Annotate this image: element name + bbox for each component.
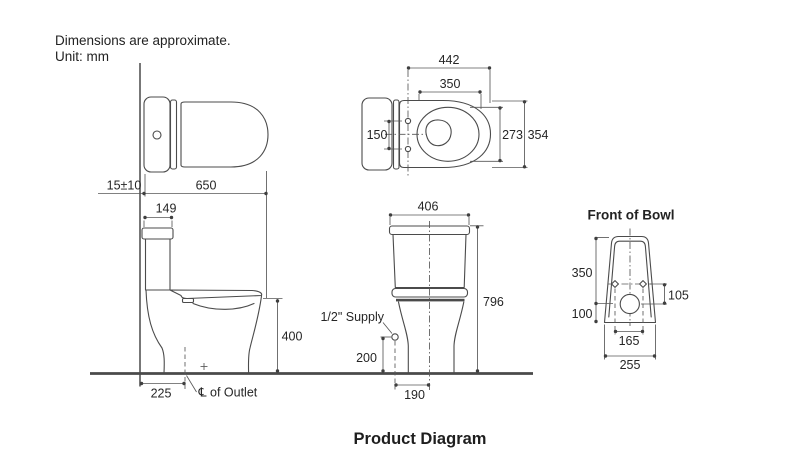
top-bowl-well-outline xyxy=(425,119,452,147)
leader-line xyxy=(382,322,393,334)
dim-endpoint-dot xyxy=(182,381,186,386)
bowl-front-inner-outline xyxy=(608,240,652,318)
dim-endpoint-dot xyxy=(418,90,422,94)
dim-wall-gap-label: 15±10 xyxy=(107,179,142,193)
dim-endpoint-dot xyxy=(603,354,608,358)
dim-endpoint-dot xyxy=(640,329,645,334)
dim-endpoint-dot xyxy=(143,215,147,220)
side-bowl-back-profile xyxy=(145,289,165,374)
front-bowl-left-profile xyxy=(397,301,409,374)
top-seat-outline xyxy=(398,99,492,169)
dim-endpoint-dot xyxy=(487,66,492,70)
dim-endpoint-dot xyxy=(613,329,618,334)
side-elevation-view: 149 400 225 ℄ of Outlet xyxy=(139,202,303,401)
front-of-bowl-title: Front of Bowl xyxy=(588,208,675,223)
leader-line xyxy=(186,375,197,393)
dim-endpoint-dot xyxy=(475,369,480,373)
plan-tank-front-strip xyxy=(169,99,178,170)
dim-endpoint-dot xyxy=(387,119,391,124)
dim-endpoint-dot xyxy=(394,383,398,387)
bowl-fixing-hole xyxy=(611,280,619,288)
side-under-rim-line xyxy=(192,302,255,310)
outlet-centerline-label: ℄ of Outlet xyxy=(198,386,258,400)
front-of-bowl-view: Front of Bowl 350 100 105 165 255 xyxy=(572,208,689,373)
front-tank-body xyxy=(392,233,467,289)
bowl-fixing-hole xyxy=(639,280,647,288)
dim-endpoint-dot xyxy=(406,66,411,70)
dim-lower-label: 100 xyxy=(572,307,593,321)
side-bowl-front-profile xyxy=(247,295,263,374)
note-line-2: Unit: mm xyxy=(55,49,109,64)
dim-seat-width-label: 273 xyxy=(502,128,523,142)
dim-endpoint-dot xyxy=(652,354,657,358)
dim-endpoint-dot xyxy=(475,225,480,229)
dim-bowl-width-label: 354 xyxy=(528,128,549,142)
dim-endpoint-dot xyxy=(264,191,268,196)
dim-endpoint-dot xyxy=(275,299,280,303)
supply-inlet-point xyxy=(391,333,399,341)
dim-tank-width-label: 406 xyxy=(418,200,439,214)
note-block: Dimensions are approximate. Unit: mm xyxy=(55,33,231,64)
note-line-1: Dimensions are approximate. xyxy=(55,33,231,48)
top-fixing-hole xyxy=(404,145,412,153)
dim-hole-spacing-label: 150 xyxy=(367,128,388,142)
dim-endpoint-dot xyxy=(381,369,385,373)
dim-supply-height-label: 200 xyxy=(356,351,377,365)
plan-view: 15±10 650 xyxy=(98,96,269,298)
side-tank-body xyxy=(144,238,171,291)
top-view: 442 350 150 273 354 xyxy=(361,53,549,177)
dim-height-label: 796 xyxy=(483,295,504,309)
dim-endpoint-dot xyxy=(139,381,144,386)
plan-tank-outline xyxy=(143,96,171,173)
dim-endpoint-dot xyxy=(169,215,174,220)
dim-hole-height-label: 105 xyxy=(668,289,689,303)
bowl-outlet-circle xyxy=(619,293,640,315)
dim-endpoint-dot xyxy=(594,301,598,306)
dim-endpoint-dot xyxy=(662,301,667,305)
dim-endpoint-dot xyxy=(142,191,146,196)
top-fixing-hole xyxy=(404,117,412,125)
dim-endpoint-dot xyxy=(381,336,385,341)
side-seat-lid xyxy=(169,289,263,300)
dim-endpoint-dot xyxy=(426,383,431,387)
dim-endpoint-dot xyxy=(498,158,502,163)
page-title: Product Diagram xyxy=(354,430,487,448)
front-bowl-right-profile xyxy=(453,301,465,374)
dim-endpoint-dot xyxy=(522,165,527,169)
dim-endpoint-dot xyxy=(466,213,471,217)
dim-endpoint-dot xyxy=(275,369,280,373)
front-elevation-view: 406 796 1/2" Supply 200 190 xyxy=(320,200,503,403)
plan-lid-outline xyxy=(180,101,269,168)
dim-length-label: 650 xyxy=(196,179,217,193)
dim-hole-spacing-label: 165 xyxy=(619,334,640,348)
dim-tank-depth-label: 149 xyxy=(156,202,177,216)
dim-outlet-setout-label: 225 xyxy=(151,387,172,401)
top-tank-front-strip xyxy=(392,99,400,170)
side-seat-hinge xyxy=(181,297,195,304)
dim-endpoint-dot xyxy=(522,100,527,104)
dim-seat-height-label: 400 xyxy=(282,330,303,344)
plan-flush-button xyxy=(152,130,162,140)
dim-overall-length-label: 442 xyxy=(439,53,460,67)
dim-endpoint-dot xyxy=(594,319,598,324)
front-seat-ring-edge xyxy=(396,298,465,302)
dim-endpoint-dot xyxy=(388,213,393,217)
dim-endpoint-dot xyxy=(387,146,391,151)
dim-upper-label: 350 xyxy=(572,266,593,280)
dim-endpoint-dot xyxy=(498,106,502,110)
supply-label: 1/2" Supply xyxy=(320,310,384,324)
dim-endpoint-dot xyxy=(594,236,598,241)
dim-endpoint-dot xyxy=(662,283,667,287)
side-tank-lid xyxy=(141,227,174,240)
dim-supply-offset-label: 190 xyxy=(404,388,425,402)
dim-endpoint-dot xyxy=(478,90,482,94)
dim-seat-length-label: 350 xyxy=(440,77,461,91)
dim-base-width-label: 255 xyxy=(620,358,641,372)
